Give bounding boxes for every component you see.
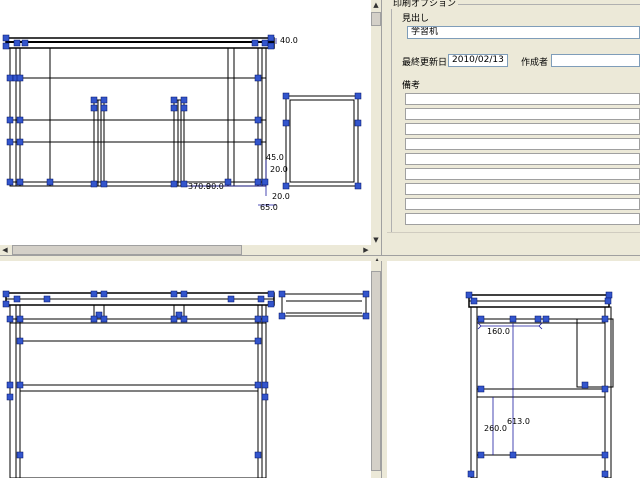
dim-label-height: 613.0 (507, 417, 530, 426)
notes-line[interactable] (405, 93, 640, 105)
dim-label-top: 40.0 (280, 36, 298, 45)
dim-label-leg-height: 260.0 (484, 424, 507, 433)
arrow-right-icon[interactable]: ▶ (361, 245, 371, 255)
vertical-splitter[interactable] (381, 0, 387, 478)
notes-line[interactable] (405, 138, 640, 150)
dim-label-right-1: 45.0 (266, 153, 284, 162)
author-input[interactable] (551, 54, 640, 67)
top-view-drawing[interactable] (0, 261, 371, 478)
notes-line[interactable] (405, 168, 640, 180)
notes-line[interactable] (405, 108, 640, 120)
heading-input[interactable]: 学習机 (407, 26, 640, 39)
front-view-hscroll[interactable]: ◀ ▶ (0, 245, 381, 255)
front-view-pane[interactable]: 40.0 45.0 20.0 20.0 65.0 370.0 90.0 (0, 0, 371, 245)
dim-label-width: 370.0 (188, 182, 211, 191)
notes-line[interactable] (405, 123, 640, 135)
front-view-hscroll-thumb[interactable] (12, 245, 242, 255)
front-view-drawing[interactable]: 40.0 45.0 20.0 20.0 65.0 370.0 90.0 (0, 0, 371, 245)
top-view-vscroll-thumb[interactable] (371, 271, 381, 471)
dim-label-right-2: 20.0 (270, 165, 288, 174)
dim-label-right-3: 20.0 (272, 192, 290, 201)
dim-label-bottom: 65.0 (260, 203, 278, 212)
last-updated-label: 最終更新日 (402, 58, 448, 68)
dim-label-leg: 90.0 (206, 182, 224, 191)
notes-label: 備考 (402, 81, 421, 91)
arrow-left-icon[interactable]: ◀ (0, 245, 10, 255)
notes-line[interactable] (405, 183, 640, 195)
panel-bottom-bar (387, 232, 640, 258)
horizontal-splitter[interactable] (0, 255, 640, 261)
dim-label-depth: 160.0 (487, 327, 510, 336)
arrow-down-icon[interactable]: ▼ (371, 235, 381, 245)
arrow-up-icon[interactable]: ▲ (371, 0, 381, 10)
top-view-vscroll[interactable] (371, 261, 381, 478)
notes-line[interactable] (405, 153, 640, 165)
top-view-pane[interactable] (0, 261, 371, 478)
side-view-pane[interactable]: 160.0 613.0 260.0 (387, 261, 640, 478)
side-view-drawing[interactable]: 160.0 613.0 260.0 (387, 261, 640, 478)
front-view-vscroll-thumb[interactable] (371, 12, 381, 26)
front-view-vscroll[interactable]: ▲ ▼ (371, 0, 381, 245)
last-updated-field[interactable]: 2010/02/13 (448, 54, 508, 67)
author-label: 作成者 (521, 58, 549, 68)
notes-line[interactable] (405, 198, 640, 210)
heading-label: 見出し (402, 14, 430, 24)
notes-line[interactable] (405, 213, 640, 225)
print-options-title: 印刷オプション (391, 0, 459, 9)
